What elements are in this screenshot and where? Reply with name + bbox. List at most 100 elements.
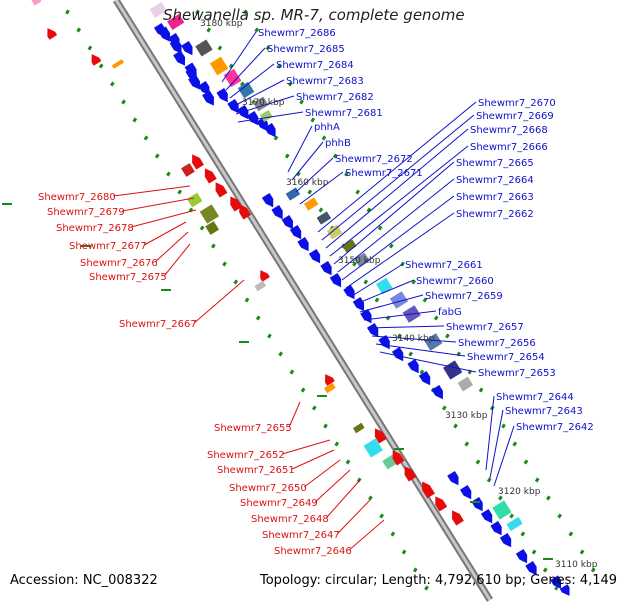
gene-label-shewmr7-2664[interactable]: Shewmr7_2664 [456,175,534,186]
gc-dot [366,207,372,213]
gene-label-shewmr7-2654[interactable]: Shewmr7_2654 [467,352,545,363]
gc-dot [590,567,596,573]
gene-label-shewmr7-2666[interactable]: Shewmr7_2666 [470,142,548,153]
gc-dot [464,441,470,447]
gc-dot [273,135,279,141]
gene-arrow [216,87,228,103]
gene-block [303,197,319,211]
gene-block [205,221,220,235]
gene-label-fabg[interactable]: fabG [438,307,462,318]
gc-dot [132,117,138,123]
gene-arrow [173,50,186,66]
gc-dot [321,135,327,141]
gene-block [181,163,195,177]
leader-line [143,221,187,246]
gene-label-shewmr7-2668[interactable]: Shewmr7_2668 [470,125,548,136]
gene-label-shewmr7-2660[interactable]: Shewmr7_2660 [416,276,494,287]
gene-label-shewmr7-2670[interactable]: Shewmr7_2670 [478,98,556,109]
gene-label-shewmr7-2655[interactable]: Shewmr7_2655 [214,423,292,434]
gene-label-shewmr7-2642[interactable]: Shewmr7_2642 [516,422,594,433]
gene-label-phhb[interactable]: phhB [325,138,351,149]
gene-label-shewmr7-2646[interactable]: Shewmr7_2646 [274,546,352,557]
gene-arrow [447,470,459,486]
gene-label-shewmr7-2650[interactable]: Shewmr7_2650 [229,483,307,494]
gene-label-shewmr7-2685[interactable]: Shewmr7_2685 [267,44,345,55]
gc-dot [199,225,205,231]
gene-label-shewmr7-2651[interactable]: Shewmr7_2651 [217,465,295,476]
gene-label-shewmr7-2678[interactable]: Shewmr7_2678 [56,223,134,234]
gene-block [324,382,336,394]
gc-dot [546,495,551,501]
gc-dot [288,81,293,87]
gene-label-shewmr7-2649[interactable]: Shewmr7_2649 [240,498,318,509]
gene-label-shewmr7-2648[interactable]: Shewmr7_2648 [251,514,329,525]
scale-label-3170-kbp: 3170 kbp [242,98,285,108]
gene-label-shewmr7-2682[interactable]: Shewmr7_2682 [296,92,374,103]
gene-label-shewmr7-2644[interactable]: Shewmr7_2644 [496,392,574,403]
gene-label-shewmr7-2647[interactable]: Shewmr7_2647 [262,530,340,541]
gc-dot [486,477,492,483]
leader-line [291,141,324,181]
gene-label-shewmr7-2681[interactable]: Shewmr7_2681 [305,108,383,119]
gene-arrow [185,66,197,82]
gene-label-shewmr7-2684[interactable]: Shewmr7_2684 [276,60,354,71]
gene-label-shewmr7-2677[interactable]: Shewmr7_2677 [69,241,147,252]
gene-block [237,81,255,99]
gene-arrow [181,40,193,56]
gene-arrow [308,248,321,264]
gc-dot [356,477,362,483]
gene-arrow [202,90,214,106]
gc-dot [355,189,361,195]
gene-label-shewmr7-2663[interactable]: Shewmr7_2663 [456,192,534,203]
gc-dot [334,441,340,447]
gene-label-shewmr7-2680[interactable]: Shewmr7_2680 [38,192,116,203]
gene-arrow [471,496,483,512]
gene-arrow [215,182,228,198]
gene-block [352,422,365,434]
leader-line [337,178,455,273]
gene-block [363,438,383,458]
scale-label-3160-kbp: 3160 kbp [286,178,329,188]
gene-label-shewmr7-2661[interactable]: Shewmr7_2661 [405,260,483,271]
gc-dot [344,171,349,177]
gene-label-shewmr7-2676[interactable]: Shewmr7_2676 [80,258,158,269]
gc-dot [411,279,417,285]
gene-label-phha[interactable]: phhA [314,122,340,133]
gene-label-shewmr7-2659[interactable]: Shewmr7_2659 [425,291,503,302]
gene-label-shewmr7-2667[interactable]: Shewmr7_2667 [119,319,197,330]
gene-block [254,280,267,292]
leader-line [233,79,285,107]
gc-dot [401,549,407,555]
leader-line [336,499,371,535]
gene-label-shewmr7-2665[interactable]: Shewmr7_2665 [456,158,534,169]
gene-label-shewmr7-2683[interactable]: Shewmr7_2683 [286,76,364,87]
leader-line [288,401,301,428]
gene-label-shewmr7-2679[interactable]: Shewmr7_2679 [47,207,125,218]
gene-label-shewmr7-2643[interactable]: Shewmr7_2643 [505,406,583,417]
scale-label-3140-kbp: 3140 kbp [392,334,435,344]
gene-label-shewmr7-2672[interactable]: Shewmr7_2672 [335,154,413,165]
gene-label-shewmr7-2662[interactable]: Shewmr7_2662 [456,209,534,220]
gc-dot [390,531,396,537]
gene-label-shewmr7-2669[interactable]: Shewmr7_2669 [476,111,554,122]
gene-arrow [198,80,210,96]
gene-label-shewmr7-2671[interactable]: Shewmr7_2671 [345,168,423,179]
gc-dot-tracks [65,9,596,591]
gene-block [506,516,523,532]
gc-dot [475,459,481,465]
gc-dot [289,369,295,375]
gene-label-shewmr7-2652[interactable]: Shewmr7_2652 [207,450,285,461]
gene-arrow [392,450,405,466]
gene-label-shewmr7-2686[interactable]: Shewmr7_2686 [258,28,336,39]
gene-label-shewmr7-2675[interactable]: Shewmr7_2675 [89,272,167,283]
gene-label-shewmr7-2657[interactable]: Shewmr7_2657 [446,322,524,333]
gene-block [442,360,463,380]
gene-label-shewmr7-2656[interactable]: Shewmr7_2656 [458,338,536,349]
gene-label-shewmr7-2653[interactable]: Shewmr7_2653 [478,368,556,379]
genome-summary-text: Topology: circular; Length: 4,792,610 bp… [260,573,617,588]
gc-dot [397,333,402,339]
gc-dot [311,405,317,411]
leader-line [303,459,341,488]
